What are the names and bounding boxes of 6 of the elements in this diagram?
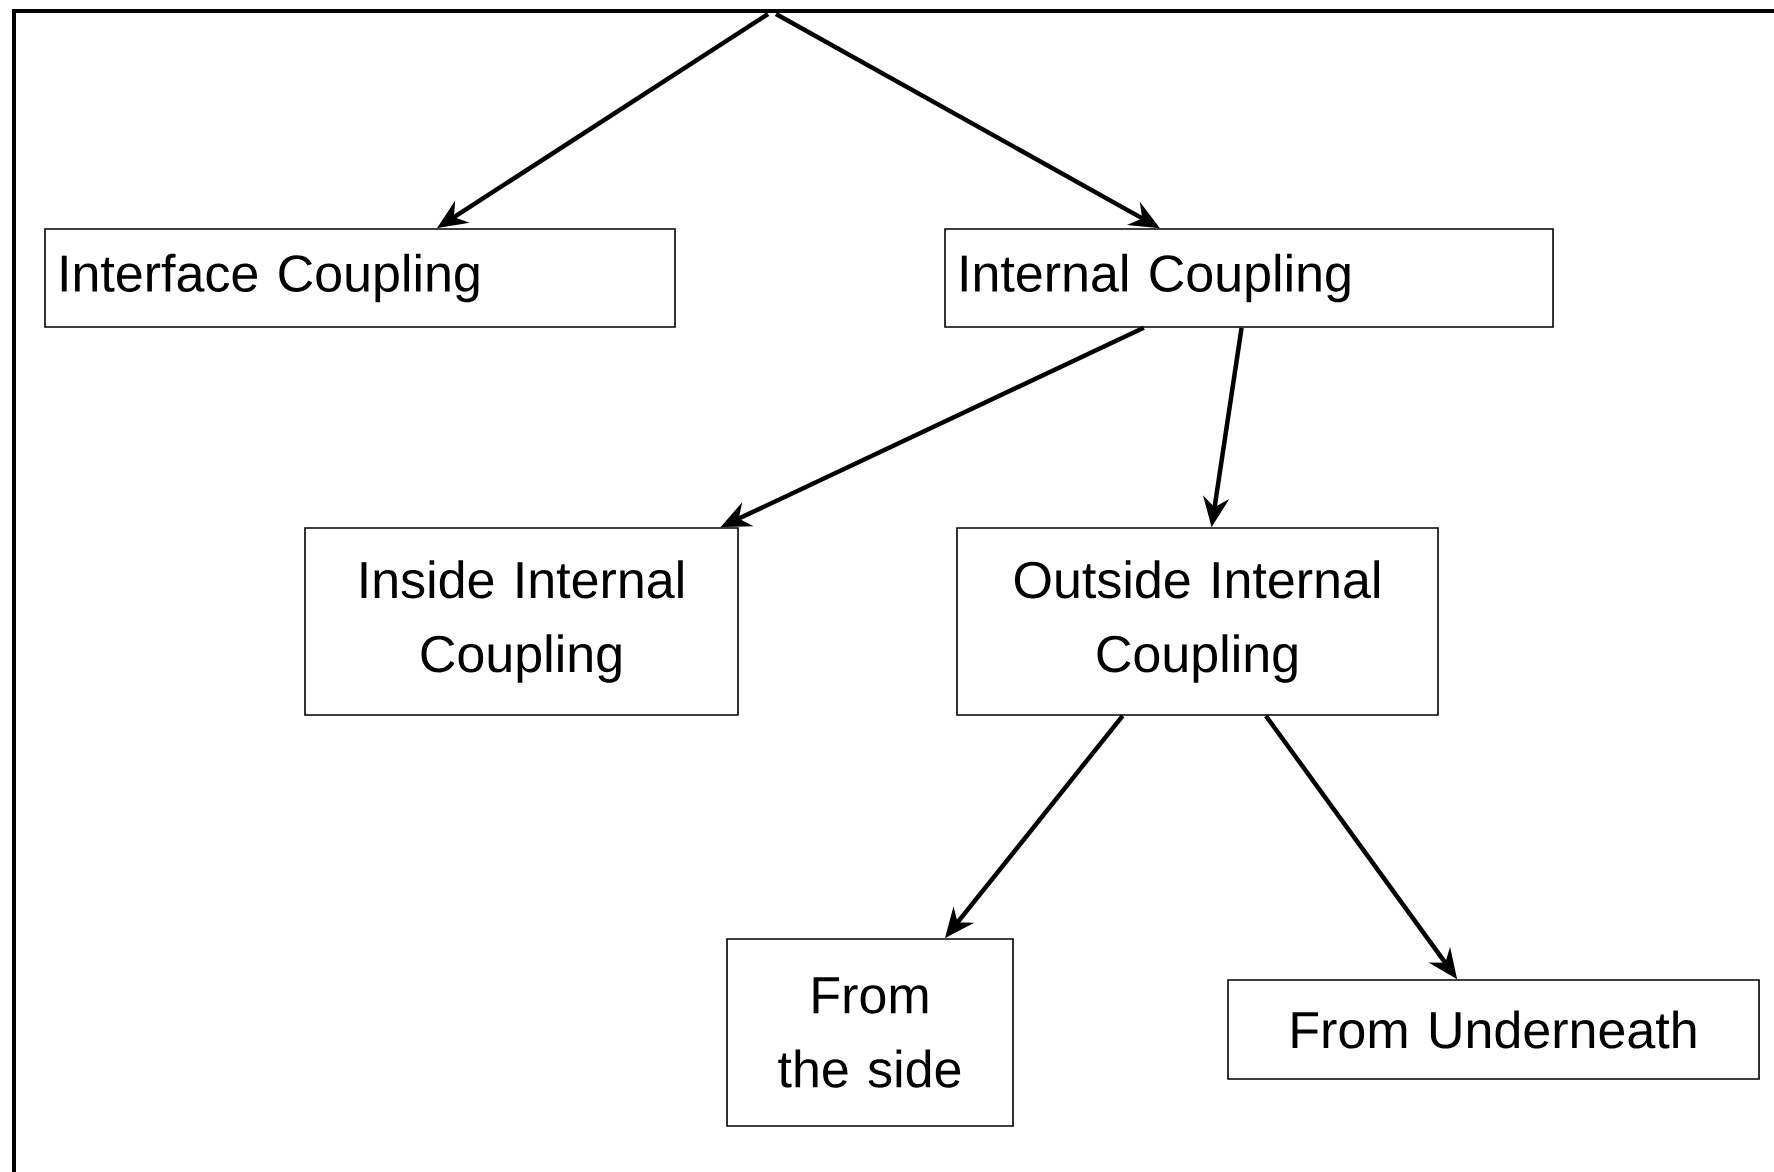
process-box: Internal Coupling <box>944 228 1554 328</box>
process-box: Outside Internal Coupling <box>956 527 1439 716</box>
process-box: Inside Internal Coupling <box>304 527 739 716</box>
process-box: Interface Coupling <box>44 228 676 328</box>
process-box: From the side <box>726 938 1014 1127</box>
process-box: From Underneath <box>1227 979 1760 1080</box>
